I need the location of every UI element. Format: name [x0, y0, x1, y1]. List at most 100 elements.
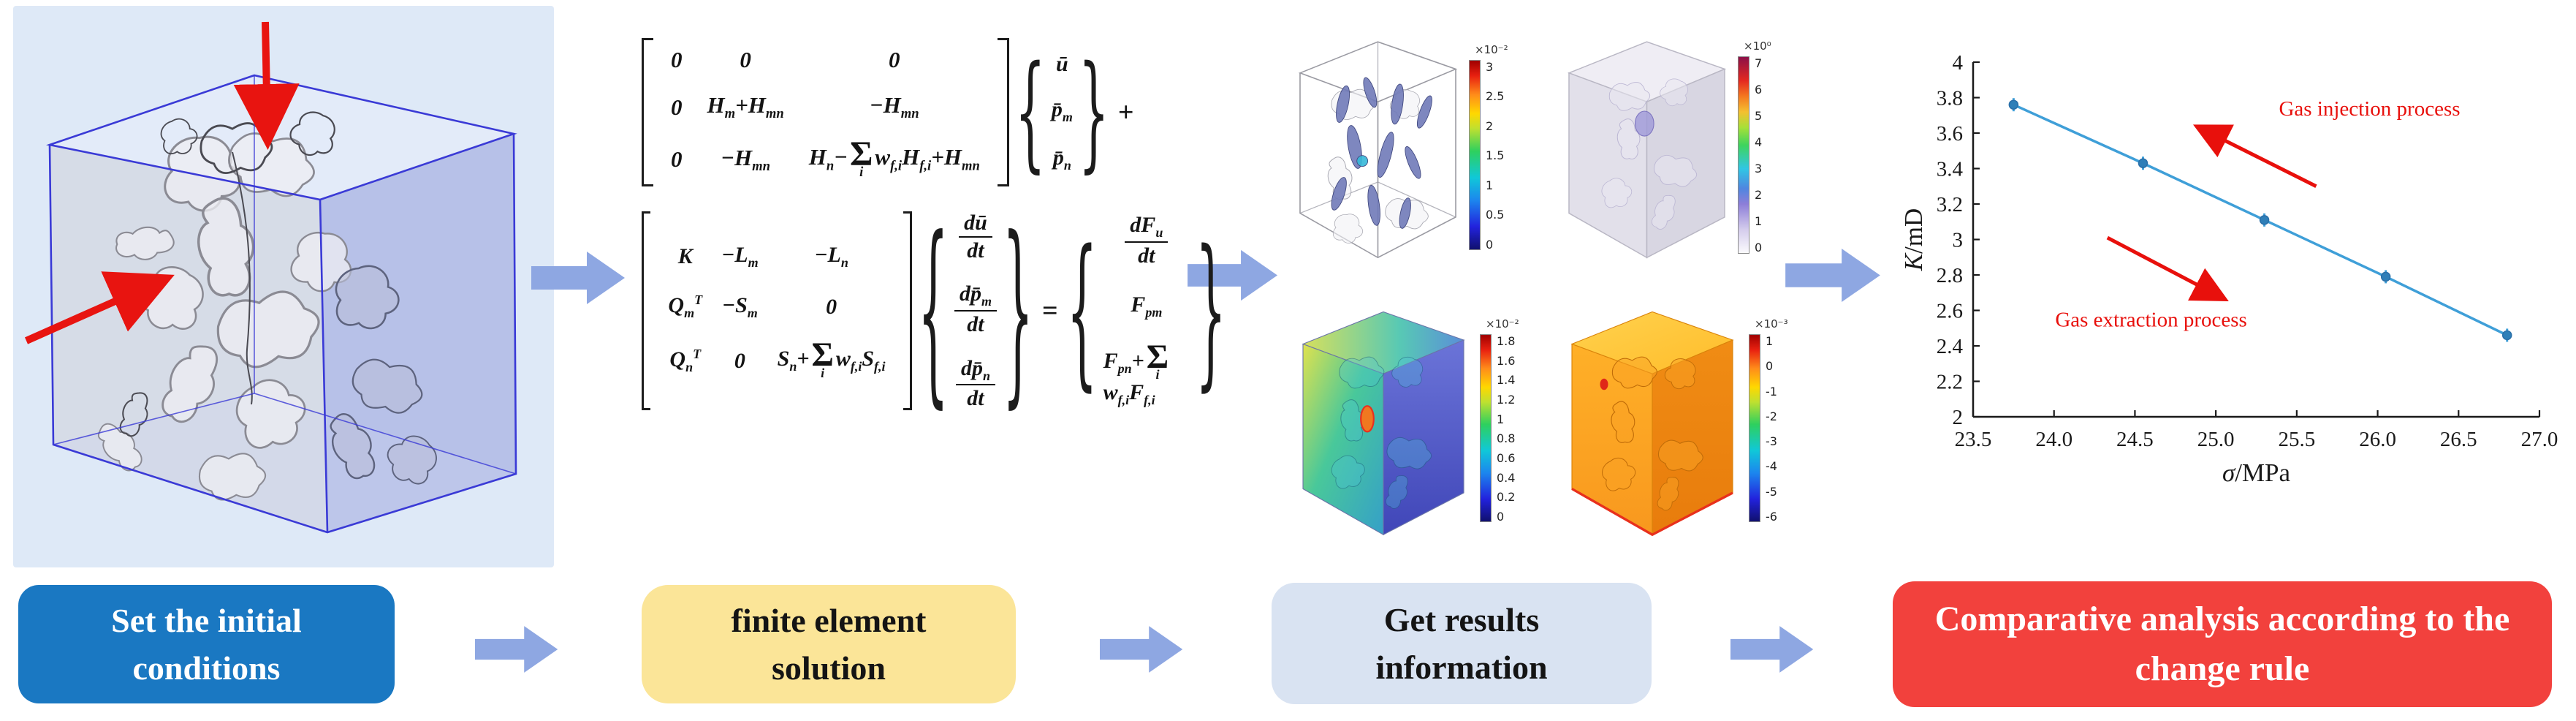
right-bracket [903, 211, 912, 410]
vector-1: ū p̄m p̄n [1052, 52, 1073, 173]
svg-text:26.0: 26.0 [2359, 428, 2396, 451]
vector-entry: ū [1055, 51, 1068, 76]
colorbar-tick: 0 [1766, 359, 1774, 374]
wireframe-isosurface-cube [1298, 41, 1458, 259]
svg-text:27.0: 27.0 [2521, 428, 2558, 451]
step-label: Comparative analysis according to the ch… [1934, 599, 2510, 688]
flow-arrow-3 [1785, 249, 1880, 302]
svg-text:4: 4 [1953, 51, 1964, 75]
svg-text:3: 3 [1953, 229, 1964, 252]
flow-arrow-1 [531, 252, 625, 304]
colorbar-exponent: ×10⁻² [1475, 42, 1508, 56]
colorbar-tick: 1.8 [1497, 334, 1516, 348]
svg-text:2.6: 2.6 [1937, 300, 1963, 323]
step-label: Get results information [1375, 600, 1548, 686]
pale-solid-cube [1567, 41, 1727, 259]
svg-text:24.5: 24.5 [2116, 428, 2154, 451]
colorbar-tick: 0.2 [1497, 490, 1516, 505]
colorbar-tick: 0 [1755, 241, 1763, 255]
colorbar-tick: -6 [1766, 509, 1777, 524]
colorbar-tick: 0 [1497, 509, 1505, 524]
svg-text:23.5: 23.5 [1955, 428, 1992, 451]
matrix-cell: Hm+Hmn [707, 92, 784, 122]
colorbar-tick: 1 [1486, 178, 1494, 192]
warm-field-cube [1570, 311, 1734, 537]
svg-text:2.8: 2.8 [1937, 264, 1963, 287]
flow-arrow-2 [1188, 249, 1278, 301]
svg-text:3.6: 3.6 [1937, 122, 1963, 146]
model-cube-edges [46, 74, 517, 534]
colorbar-tick: 1 [1755, 214, 1763, 229]
isosurface-blobs [1331, 77, 1432, 229]
matrix-cell: 0 [671, 94, 683, 120]
colorbar-tick: 1.6 [1497, 353, 1516, 368]
flow-arrow-step-3 [1730, 626, 1814, 673]
svg-text:2.4: 2.4 [1937, 335, 1964, 358]
right-brace: } [1078, 39, 1109, 186]
colorbar-tick: 7 [1755, 56, 1763, 70]
svg-text:26.5: 26.5 [2440, 428, 2477, 451]
colorbar-tick: 1 [1497, 412, 1505, 426]
left-bracket [642, 38, 653, 187]
colorbar-tick: 0 [1486, 237, 1494, 252]
colorbar-tick: 3 [1755, 162, 1763, 176]
svg-text:K/mD: K/mD [1900, 208, 1928, 272]
matrix-cell: −Hmn [869, 92, 919, 122]
colorbar-tick: -3 [1766, 434, 1777, 449]
cool-field-cube [1302, 311, 1465, 536]
matrix-cell: 0 [671, 47, 683, 72]
svg-text:Gas injection process: Gas injection process [2279, 97, 2460, 121]
left-brace: { [1066, 215, 1098, 407]
red-spot [1600, 378, 1608, 390]
colorbar-tick: -1 [1766, 384, 1777, 399]
svg-text:2: 2 [1953, 406, 1964, 429]
matrix-cell: −Hmn [721, 144, 770, 174]
step-set-initial-conditions: Set the initial conditions [18, 585, 395, 703]
colorbar-exponent: ×10⁻³ [1755, 317, 1788, 331]
colorbar-tick: 0.5 [1486, 208, 1505, 222]
matrix-cell: QmT [668, 292, 703, 321]
colorbar-tick: 2 [1755, 188, 1763, 203]
flow-arrow-step-2 [1100, 626, 1183, 673]
matrix-cell: K [677, 244, 693, 269]
plus-operator: + [1117, 97, 1134, 128]
vector-entry: p̄n [1052, 145, 1071, 173]
svg-text:25.0: 25.0 [2197, 428, 2235, 451]
left-bracket [642, 211, 651, 410]
colorbar-tick: 5 [1755, 108, 1763, 123]
vector-entry: p̄m [1051, 97, 1073, 124]
matrix-cell: 0 [734, 348, 745, 373]
matrix-cell: 0 [740, 47, 751, 72]
colorbar [1749, 334, 1760, 522]
colorbar [1738, 56, 1749, 254]
matrix-cell: 0 [889, 47, 900, 72]
colorbar [1469, 59, 1481, 250]
matrix-cell: −Sm [721, 292, 758, 320]
svg-text:3.4: 3.4 [1937, 158, 1964, 181]
colorbar [1480, 334, 1492, 522]
colorbar-tick: 2 [1486, 118, 1494, 133]
vector-entry: Fpm [1131, 292, 1163, 320]
colorbar-exponent: ×10⁰ [1744, 39, 1771, 53]
colorbar-tick: 2.5 [1486, 89, 1505, 103]
right-bracket [997, 38, 1009, 187]
matrix-cell: QnT [669, 347, 702, 375]
